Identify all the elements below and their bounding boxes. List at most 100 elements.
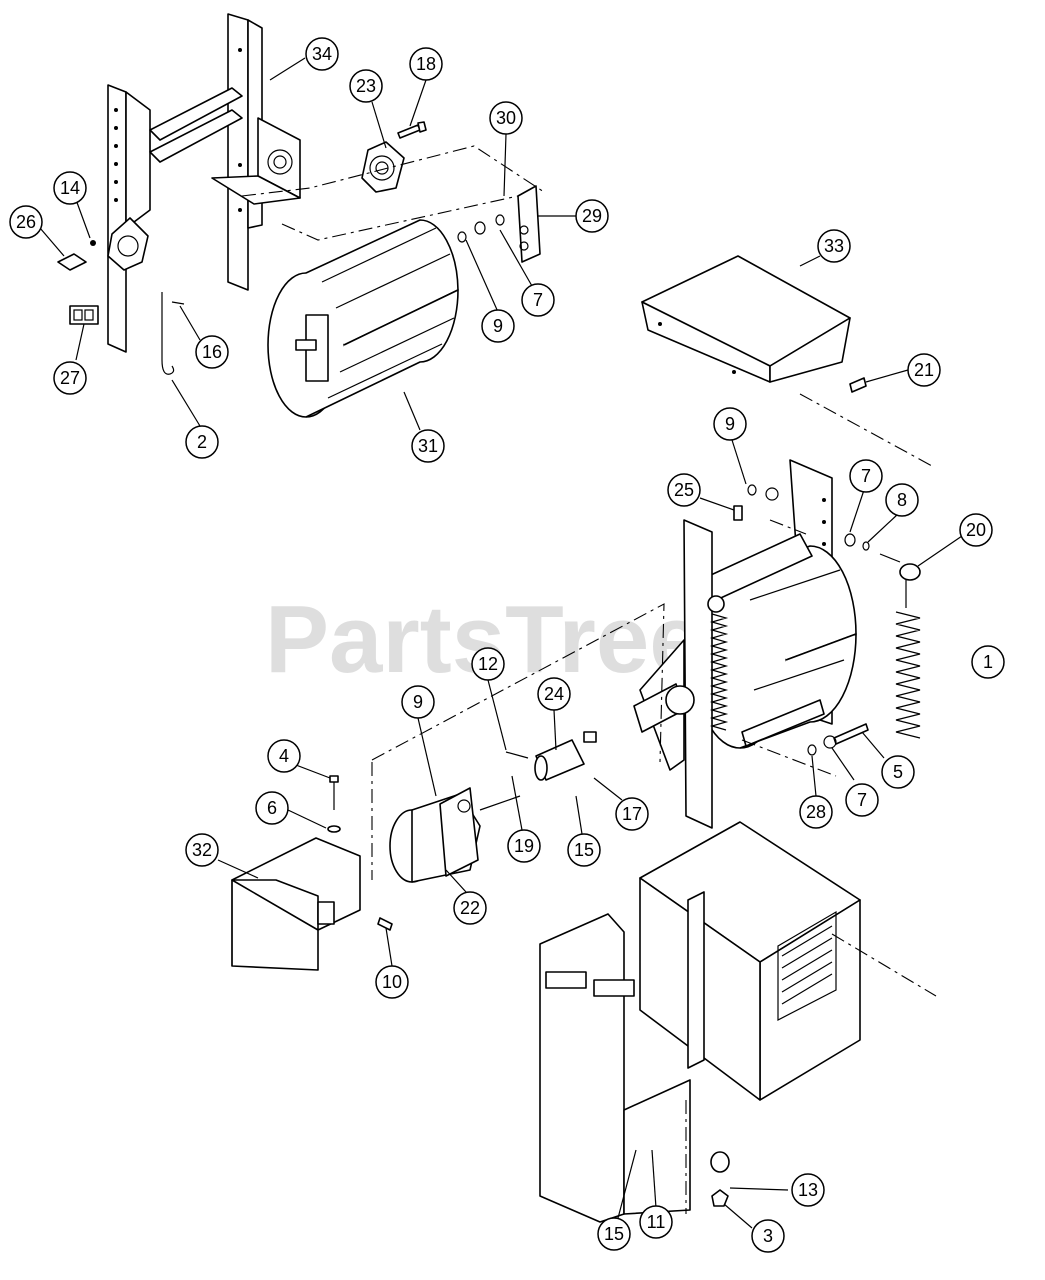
callout-2: 2 xyxy=(185,425,219,459)
svg-text:11: 11 xyxy=(647,1212,666,1232)
svg-text:28: 28 xyxy=(806,802,826,822)
bolt-4 xyxy=(327,775,341,833)
spring-20 xyxy=(895,563,921,739)
motor-mount-box xyxy=(211,117,301,205)
callout-33: 33 xyxy=(817,229,851,263)
callout-26: 26 xyxy=(9,205,43,239)
svg-text:22: 22 xyxy=(460,898,480,918)
svg-text:30: 30 xyxy=(496,108,516,128)
callout-19: 19 xyxy=(507,829,541,863)
svg-text:32: 32 xyxy=(192,840,212,860)
svg-text:14: 14 xyxy=(60,178,80,198)
svg-text:9: 9 xyxy=(493,316,503,336)
svg-text:7: 7 xyxy=(857,790,867,810)
callout-15-low: 15 xyxy=(597,1217,631,1251)
svg-text:31: 31 xyxy=(418,436,438,456)
bearing-14-assembly xyxy=(90,217,149,271)
callout-22: 22 xyxy=(453,891,487,925)
leader-lines xyxy=(39,57,963,1229)
callout-32: 32 xyxy=(185,833,219,867)
drum-assembly xyxy=(693,533,857,749)
svg-text:13: 13 xyxy=(798,1180,818,1200)
svg-text:8: 8 xyxy=(897,490,907,510)
svg-text:20: 20 xyxy=(966,520,986,540)
vent-grille xyxy=(777,910,837,1021)
callout-7-mid: 7 xyxy=(849,459,883,493)
svg-text:2: 2 xyxy=(197,432,207,452)
callout-3: 3 xyxy=(751,1219,785,1253)
callout-6: 6 xyxy=(255,791,289,825)
spring-left xyxy=(709,613,729,731)
svg-text:7: 7 xyxy=(533,290,543,310)
projection-lines xyxy=(241,145,937,1214)
svg-text:19: 19 xyxy=(514,836,534,856)
callout-7-low: 7 xyxy=(845,783,879,817)
svg-text:16: 16 xyxy=(202,342,222,362)
bolt-18 xyxy=(397,121,427,139)
washer-13-nut-3 xyxy=(710,1151,730,1207)
callout-7-top: 7 xyxy=(521,283,555,317)
bracket-11 xyxy=(539,913,691,1223)
callout-9-top: 9 xyxy=(481,309,515,343)
svg-text:34: 34 xyxy=(312,44,332,64)
callout-20: 20 xyxy=(959,513,993,547)
callout-23: 23 xyxy=(349,69,383,103)
frame-bracket-34 xyxy=(227,13,263,291)
callout-12: 12 xyxy=(471,647,505,681)
svg-text:33: 33 xyxy=(824,236,844,256)
callout-24: 24 xyxy=(537,677,571,711)
callout-29: 29 xyxy=(575,199,609,233)
svg-text:27: 27 xyxy=(60,368,80,388)
svg-text:4: 4 xyxy=(279,746,289,766)
callout-15-mid: 15 xyxy=(567,833,601,867)
callout-9-mid: 9 xyxy=(713,407,747,441)
hardware-row-5-7-28 xyxy=(807,723,869,756)
callout-10: 10 xyxy=(375,965,409,999)
drum-31 xyxy=(267,219,459,418)
callout-8: 8 xyxy=(885,483,919,517)
coupler-24 xyxy=(534,739,585,781)
side-frame xyxy=(107,84,151,353)
bearing-flange-23 xyxy=(361,141,405,193)
screw-21 xyxy=(849,377,867,393)
callout-13: 13 xyxy=(791,1173,825,1207)
svg-text:7: 7 xyxy=(861,466,871,486)
callout-31: 31 xyxy=(411,429,445,463)
svg-text:17: 17 xyxy=(622,804,642,824)
hardware-row-8-7 xyxy=(844,533,901,563)
housing-box xyxy=(639,821,861,1101)
svg-text:1: 1 xyxy=(983,652,993,672)
bracket-29 xyxy=(517,185,541,263)
callout-28: 28 xyxy=(799,795,833,829)
callout-9-low: 9 xyxy=(401,685,435,719)
clip-26 xyxy=(57,253,87,271)
svg-text:12: 12 xyxy=(478,654,498,674)
svg-text:24: 24 xyxy=(544,684,564,704)
callout-17: 17 xyxy=(615,797,649,831)
svg-text:15: 15 xyxy=(574,840,594,860)
decal-27 xyxy=(69,305,99,325)
bolt-12 xyxy=(505,751,529,759)
svg-text:25: 25 xyxy=(674,480,694,500)
wire-2 xyxy=(161,292,175,375)
svg-text:15: 15 xyxy=(604,1224,624,1244)
pin-16 xyxy=(171,301,185,305)
svg-text:3: 3 xyxy=(763,1226,773,1246)
callout-18: 18 xyxy=(409,47,443,81)
callout-4: 4 xyxy=(267,739,301,773)
callout-27: 27 xyxy=(53,361,87,395)
svg-text:21: 21 xyxy=(914,360,934,380)
svg-text:9: 9 xyxy=(725,414,735,434)
svg-text:23: 23 xyxy=(356,76,376,96)
svg-text:10: 10 xyxy=(382,972,402,992)
callout-1: 1 xyxy=(971,645,1005,679)
svg-text:18: 18 xyxy=(416,54,436,74)
callout-34: 34 xyxy=(305,37,339,71)
callout-25: 25 xyxy=(667,473,701,507)
svg-text:29: 29 xyxy=(582,206,602,226)
svg-text:5: 5 xyxy=(893,762,903,782)
cover-32 xyxy=(231,837,361,971)
cross-bar xyxy=(149,87,243,163)
svg-text:6: 6 xyxy=(267,798,277,818)
svg-text:26: 26 xyxy=(16,212,36,232)
